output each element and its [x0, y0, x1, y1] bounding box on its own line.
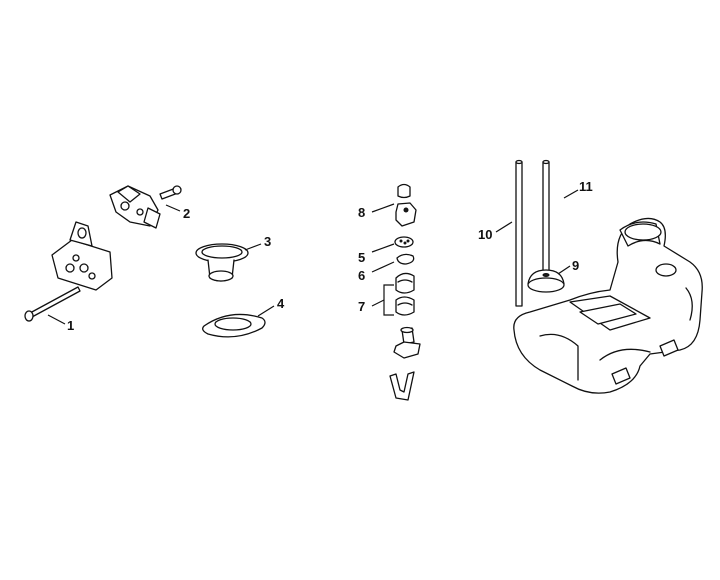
part-3-intake-boot: 3: [195, 234, 271, 282]
callout-10: 10: [478, 227, 492, 242]
part-fuel-pickup: [393, 326, 421, 359]
callout-7: 7: [358, 299, 365, 314]
callout-6: 6: [358, 268, 365, 283]
part-11-hose: 11: [542, 159, 593, 281]
part-manifold-block: [51, 221, 113, 291]
part-1-long-bolt: 1: [24, 286, 81, 333]
part-4-gasket: 4: [202, 296, 285, 338]
part-5-screen: 5: [358, 236, 414, 265]
callout-5: 5: [358, 250, 365, 265]
part-8-cap: 8: [358, 183, 417, 227]
part-7-collars: 7: [358, 272, 415, 316]
callout-3: 3: [264, 234, 271, 249]
part-clip: [389, 371, 415, 401]
part-6-ring: 6: [358, 253, 415, 283]
part-fuel-tank: [513, 217, 703, 394]
callout-8: 8: [358, 205, 365, 220]
callout-9: 9: [572, 258, 579, 273]
part-2-bracket: 2: [109, 185, 190, 229]
part-9-grommet: 9: [527, 258, 579, 293]
callout-4: 4: [277, 296, 285, 311]
callout-1: 1: [67, 318, 74, 333]
callout-2: 2: [183, 206, 190, 221]
part-10-hose: 10: [478, 159, 523, 307]
callout-11: 11: [579, 179, 593, 194]
